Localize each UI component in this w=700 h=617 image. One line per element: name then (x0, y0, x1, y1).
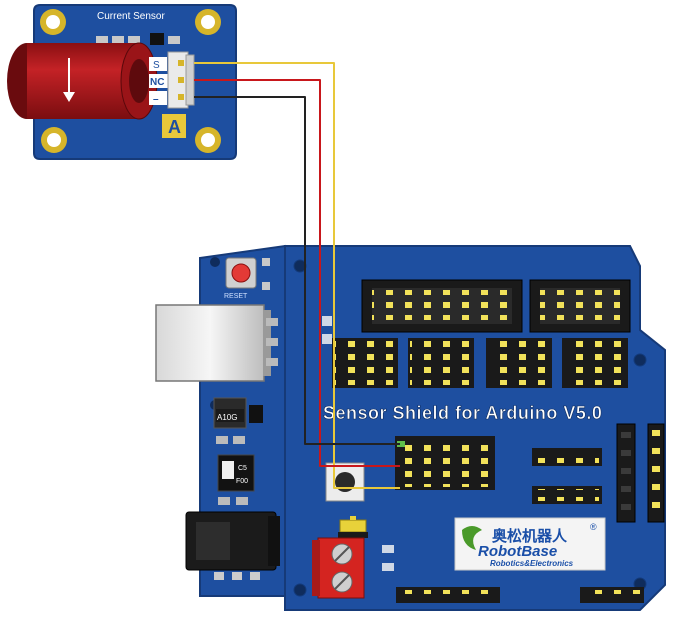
current-transformer-coil (7, 42, 158, 120)
sensor-title: Current Sensor (97, 11, 165, 22)
svg-text:–: – (153, 94, 159, 105)
sensor-connector (167, 51, 195, 109)
logo-cn: 奥松机器人 (492, 527, 568, 545)
dc-power-jack (185, 511, 280, 571)
mounting-hole-tr (195, 9, 221, 35)
pin-label-nc: NC (149, 74, 169, 88)
mounting-hole-tl (40, 9, 66, 35)
usb-port (155, 304, 271, 382)
mounting-hole-br (195, 127, 221, 153)
regulator-label: A10G (217, 413, 237, 422)
power-screw-terminal (312, 537, 365, 599)
reset-button[interactable] (225, 257, 257, 289)
pin-label-gnd: – (149, 91, 167, 105)
wire-gnd (194, 96, 400, 445)
header-vertical-black (616, 423, 636, 523)
analog-header (395, 436, 495, 490)
wires (194, 62, 400, 489)
header-vertical-yellow (647, 423, 665, 523)
header-2x5 (529, 279, 631, 333)
pin-group-3 (486, 338, 552, 388)
logo-mark-icon (462, 526, 482, 550)
voltage-regulator: A10G (213, 397, 247, 429)
sensor-shield: Sensor Shield for Arduino V5.0 (284, 245, 666, 611)
chip-label-2: F00 (236, 478, 248, 485)
shield-title: Sensor Shield for Arduino V5.0 (323, 403, 602, 423)
chip-label-1: C5 (238, 465, 247, 472)
pin-group-4 (562, 338, 628, 388)
header-2x8 (361, 279, 523, 333)
wire-vcc (194, 79, 400, 467)
robotbase-logo: 奥松机器人 RobotBase ® Robotics&Electronics (454, 517, 606, 571)
logo-tagline: Robotics&Electronics (490, 559, 574, 568)
header-1x4-a (532, 448, 602, 466)
wire-signal (194, 62, 400, 489)
arrow-down-icon (63, 92, 75, 102)
shield-reset-button[interactable] (325, 462, 365, 502)
mounting-hole-bl (41, 127, 67, 153)
pin-group-1 (332, 338, 398, 388)
sensor-type-badge: A (162, 114, 186, 138)
logo-en: RobotBase (478, 543, 557, 560)
svg-text:NC: NC (150, 77, 164, 88)
header-bottom-left (396, 587, 500, 603)
header-1x4-b (532, 486, 602, 504)
svg-text:RESET: RESET (224, 293, 248, 300)
current-sensor-module: Current Sensor S NC – (7, 4, 237, 160)
pin-group-2 (408, 338, 474, 388)
jumper (338, 516, 368, 538)
pin-label-s: S (149, 57, 167, 71)
logo-reg: ® (590, 522, 597, 532)
svg-text:A: A (168, 117, 181, 137)
svg-text:S: S (153, 60, 160, 71)
arduino-board: RESET A10G C5 F00 (155, 244, 286, 597)
header-bottom-right (580, 587, 644, 603)
chip: C5 F00 (217, 454, 255, 492)
